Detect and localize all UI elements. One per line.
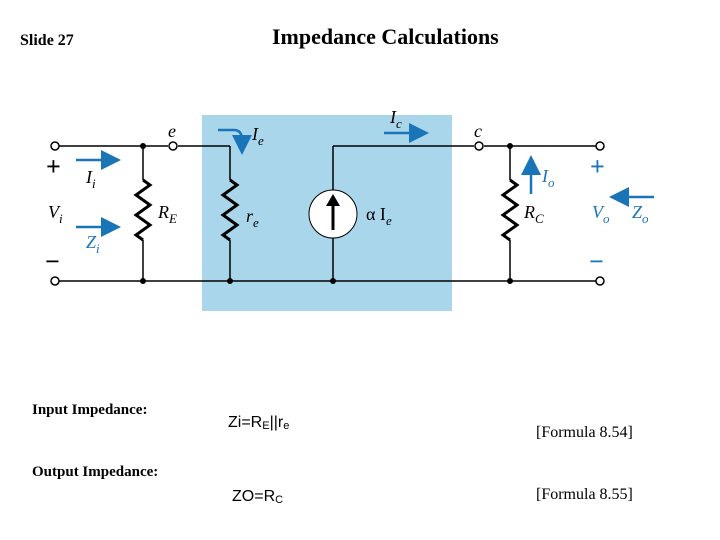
input-impedance-label: Input Impedance: (32, 402, 148, 418)
ii-label: Ii (85, 167, 96, 191)
slide-title: Impedance Calculations (272, 24, 499, 49)
junction-dots (140, 143, 513, 284)
output-impedance-formula: ZO=RC (232, 488, 284, 506)
ie-label: Ie (251, 124, 264, 148)
common-base-circuit-diagram: + − + − e c Ie Ic Ii Vi Zi RE re RC Io V… (45, 107, 654, 311)
input-plus-sign: + (46, 152, 61, 181)
formula-8-54-ref: [Formula 8.54] (536, 424, 633, 441)
rc-label: RC (523, 202, 544, 226)
vo-label: Vo (592, 202, 610, 226)
zi-label: Zi (86, 232, 100, 256)
re-small-label: re (246, 206, 259, 230)
output-impedance-label: Output Impedance: (32, 464, 159, 480)
re-label: RE (157, 202, 177, 226)
resistor-re-symbol (133, 178, 153, 242)
formula-8-55-ref: [Formula 8.55] (536, 486, 633, 503)
vi-label: Vi (48, 202, 63, 226)
output-minus-sign: − (589, 247, 604, 276)
input-minus-sign: − (45, 247, 60, 276)
input-impedance-formula: Zi=RE||re (228, 414, 290, 432)
node-c-label: c (474, 121, 482, 141)
terminals (50, 141, 605, 286)
ie-arrow-icon (218, 128, 252, 155)
resistor-re-small-symbol (220, 178, 240, 242)
resistor-rc-symbol (500, 178, 520, 242)
output-plus-sign: + (590, 152, 605, 181)
zo-label: Zo (632, 202, 649, 226)
io-label: Io (541, 166, 555, 190)
current-source-icon (308, 189, 358, 239)
node-e-label: e (168, 121, 176, 141)
alpha-ie-label: α Ie (366, 204, 392, 228)
ic-label: Ic (389, 107, 402, 131)
slide-number: Slide 27 (20, 32, 74, 49)
